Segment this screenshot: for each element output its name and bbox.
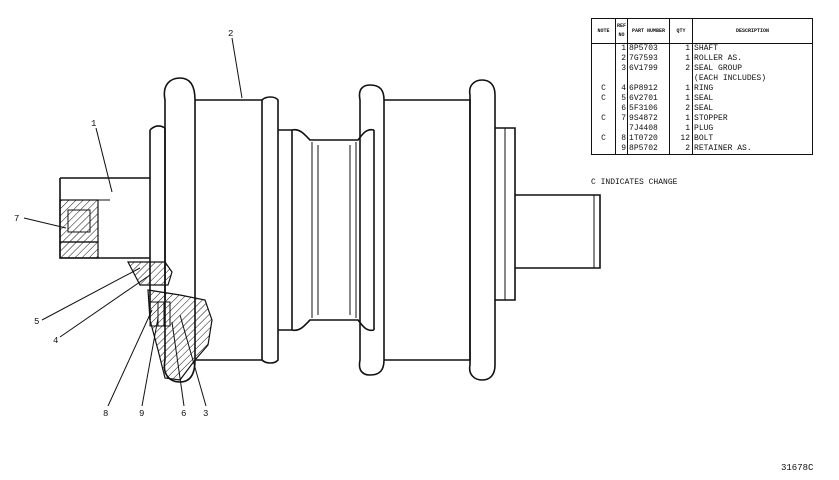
table-row: C 7 9S4872 1 STOPPER bbox=[591, 114, 813, 124]
header-ref: REF NO bbox=[614, 18, 629, 44]
table-row: 1 8P5703 1 SHAFT bbox=[591, 43, 813, 54]
row-note bbox=[591, 104, 616, 114]
row-description: SEAL bbox=[692, 94, 813, 104]
row-qty: 2 bbox=[669, 144, 694, 155]
callout-2-line bbox=[231, 37, 243, 99]
row-qty: 1 bbox=[669, 84, 694, 94]
row-note: C bbox=[591, 134, 616, 144]
row-note bbox=[591, 74, 616, 84]
table-row: 7J4408 1 PLUG bbox=[591, 124, 813, 134]
row-qty: 2 bbox=[669, 104, 694, 114]
header-qty: QTY bbox=[669, 18, 694, 44]
row-part-number: 8P5702 bbox=[627, 144, 671, 155]
table-row: C 5 6V2701 1 SEAL bbox=[591, 94, 813, 104]
row-description: BOLT bbox=[692, 134, 813, 144]
callout-7-line bbox=[23, 217, 67, 229]
row-note bbox=[591, 43, 616, 54]
row-note: C bbox=[591, 114, 616, 124]
row-note bbox=[591, 124, 616, 134]
row-qty: 1 bbox=[669, 54, 694, 64]
row-ref: 8 bbox=[615, 134, 629, 144]
row-qty: 1 bbox=[669, 43, 694, 54]
callout-7: 7 bbox=[14, 214, 19, 224]
row-description: SEAL bbox=[692, 104, 813, 114]
illustration-number: 31678C bbox=[781, 463, 814, 473]
row-part-number: 1T0720 bbox=[627, 134, 671, 144]
row-ref: 7 bbox=[615, 114, 629, 124]
row-note: C bbox=[591, 94, 616, 104]
row-part-number: 7G7593 bbox=[627, 54, 671, 64]
callout-8-line bbox=[107, 309, 153, 407]
row-part-number bbox=[627, 74, 671, 84]
row-ref: 2 bbox=[615, 54, 629, 64]
callout-5: 5 bbox=[34, 317, 39, 327]
table-row: C 4 6P8912 1 RING bbox=[591, 84, 813, 94]
shaft-left-end bbox=[59, 177, 150, 259]
row-description: RING bbox=[692, 84, 813, 94]
callout-3: 3 bbox=[203, 409, 208, 419]
row-qty bbox=[669, 74, 694, 84]
header-description: DESCRIPTION bbox=[692, 18, 813, 44]
row-description: RETAINER AS. bbox=[692, 144, 813, 155]
row-description: ROLLER AS. bbox=[692, 54, 813, 64]
callout-6-line bbox=[171, 321, 185, 407]
row-qty: 2 bbox=[669, 64, 694, 74]
callout-4-line bbox=[59, 274, 151, 338]
table-row: 6 5F3106 2 SEAL bbox=[591, 104, 813, 114]
callout-8: 8 bbox=[103, 409, 108, 419]
callout-4: 4 bbox=[53, 336, 58, 346]
callout-3-line bbox=[179, 314, 207, 407]
table-row: C 8 1T0720 12 BOLT bbox=[591, 134, 813, 144]
row-ref: 1 bbox=[615, 43, 629, 54]
table-row: 9 8P5702 2 RETAINER AS. bbox=[591, 144, 813, 155]
row-part-number: 8P5703 bbox=[627, 43, 671, 54]
row-part-number: 9S4872 bbox=[627, 114, 671, 124]
row-part-number: 7J4408 bbox=[627, 124, 671, 134]
table-row: (EACH INCLUDES) bbox=[591, 74, 813, 84]
row-ref: 6 bbox=[615, 104, 629, 114]
callout-2: 2 bbox=[228, 29, 233, 39]
header-part-number: PART NUMBER bbox=[627, 18, 671, 44]
roller-flange-right bbox=[358, 79, 516, 381]
header-note: NOTE bbox=[591, 18, 616, 44]
row-description: SHAFT bbox=[692, 43, 813, 54]
row-ref bbox=[615, 74, 629, 84]
row-ref: 9 bbox=[615, 144, 629, 155]
row-qty: 1 bbox=[669, 94, 694, 104]
table-row: 3 6V1799 2 SEAL GROUP bbox=[591, 64, 813, 74]
row-note bbox=[591, 64, 616, 74]
callout-1-line bbox=[95, 127, 113, 193]
callout-9-line bbox=[141, 317, 159, 407]
callout-5-line bbox=[41, 267, 141, 321]
row-qty: 1 bbox=[669, 114, 694, 124]
parts-table-header: NOTE REF NO PART NUMBER QTY DESCRIPTION bbox=[591, 18, 813, 44]
row-qty: 12 bbox=[669, 134, 694, 144]
row-part-number: 6V2701 bbox=[627, 94, 671, 104]
parts-list-table: NOTE REF NO PART NUMBER QTY DESCRIPTION … bbox=[591, 18, 813, 155]
row-part-number: 6P8912 bbox=[627, 84, 671, 94]
table-row: 2 7G7593 1 ROLLER AS. bbox=[591, 54, 813, 64]
shaft-right-end bbox=[515, 194, 601, 269]
row-ref: 3 bbox=[615, 64, 629, 74]
row-description: (EACH INCLUDES) bbox=[692, 74, 813, 84]
change-indicator-note: C INDICATES CHANGE bbox=[591, 178, 678, 187]
row-description: STOPPER bbox=[692, 114, 813, 124]
row-description: SEAL GROUP bbox=[692, 64, 813, 74]
row-note bbox=[591, 54, 616, 64]
row-qty: 1 bbox=[669, 124, 694, 134]
roller-body bbox=[195, 96, 375, 364]
row-note: C bbox=[591, 84, 616, 94]
callout-1: 1 bbox=[91, 119, 96, 129]
row-ref: 4 bbox=[615, 84, 629, 94]
row-part-number: 6V1799 bbox=[627, 64, 671, 74]
row-ref bbox=[615, 124, 629, 134]
row-part-number: 5F3106 bbox=[627, 104, 671, 114]
row-description: PLUG bbox=[692, 124, 813, 134]
row-ref: 5 bbox=[615, 94, 629, 104]
row-note bbox=[591, 144, 616, 155]
seal-group-section bbox=[127, 261, 213, 381]
callout-9: 9 bbox=[139, 409, 144, 419]
callout-6: 6 bbox=[181, 409, 186, 419]
